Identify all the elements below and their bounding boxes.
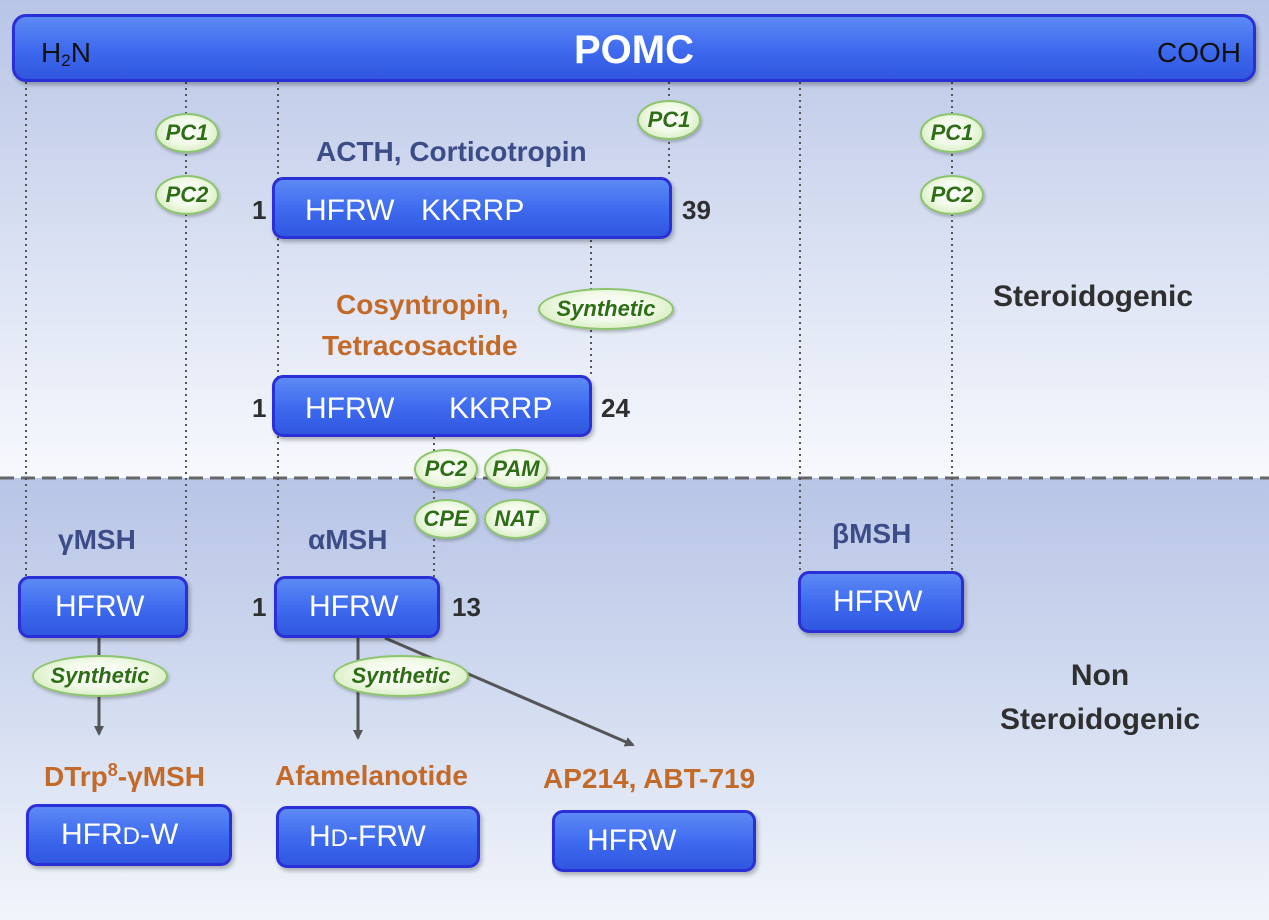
cosyntropin-motif-hfrw: HFRW — [305, 392, 395, 425]
ap214-peptide: HFRW — [552, 810, 756, 872]
alpha-msh-label: αMSH — [308, 524, 388, 555]
enzyme-pc1-beta: PC1 — [920, 113, 984, 153]
enzyme-synthetic-cosyntropin: Synthetic — [538, 288, 674, 330]
cosyntropin-end-number: 24 — [601, 393, 630, 423]
non-steroidogenic-line1: Non — [1070, 659, 1130, 692]
dtrp-gamma-msh-peptide: HFRD-W — [26, 804, 232, 866]
gamma-msh-seq: HFRW — [55, 590, 145, 623]
ap214-seq: HFRW — [587, 824, 677, 857]
beta-msh-label: βMSH — [832, 518, 912, 549]
acth-motif-kkrrp: KKRRP — [421, 194, 525, 227]
enzyme-pc2-beta: PC2 — [920, 175, 984, 215]
steroidogenic-label: Steroidogenic — [993, 280, 1194, 313]
afamelanotide-label: Afamelanotide — [275, 760, 468, 791]
non-steroidogenic-line2: Steroidogenic — [999, 702, 1201, 736]
c-terminus-label: COOH — [1157, 37, 1241, 68]
enzyme-nat: NAT — [484, 499, 548, 539]
enzyme-synthetic-alpha: Synthetic — [333, 655, 469, 697]
cosyntropin-motif-kkrrp: KKRRP — [449, 392, 553, 425]
cosyntropin-peptide: HFRW KKRRP — [272, 375, 592, 437]
acth-start-number: 1 — [252, 195, 267, 225]
beta-msh-peptide: HFRW — [798, 571, 964, 633]
enzyme-cpe: CPE — [414, 499, 478, 539]
pomc-bar: H2N POMC COOH — [12, 14, 1256, 82]
enzyme-synthetic-gamma: Synthetic — [32, 655, 168, 697]
cosyntropin-label-line1: Cosyntropin, — [336, 289, 509, 320]
alpha-msh-seq: HFRW — [309, 590, 399, 623]
gamma-msh-peptide: HFRW — [18, 576, 188, 638]
acth-peptide: HFRW KKRRP — [272, 177, 672, 239]
cosyntropin-start-number: 1 — [252, 393, 267, 423]
beta-msh-seq: HFRW — [833, 585, 923, 618]
enzyme-pc2-gamma: PC2 — [155, 175, 219, 215]
pomc-title: POMC — [574, 28, 694, 72]
alpha-msh-start-number: 1 — [252, 592, 267, 622]
dtrp-gamma-msh-seq: HFRD-W — [61, 818, 179, 851]
afamelanotide-seq: HD-FRW — [309, 820, 426, 853]
non-steroidogenic-label: Non Steroidogenic — [980, 654, 1220, 741]
enzyme-pc1-acth: PC1 — [637, 100, 701, 140]
gamma-msh-label: γMSH — [58, 524, 136, 555]
acth-end-number: 39 — [682, 195, 711, 225]
alpha-msh-end-number: 13 — [452, 592, 481, 622]
enzyme-pam: PAM — [484, 449, 548, 489]
acth-label: ACTH, Corticotropin — [316, 136, 587, 167]
alpha-msh-peptide: HFRW — [274, 576, 440, 638]
acth-motif-hfrw: HFRW — [305, 194, 395, 227]
ap214-abt719-label: AP214, ABT-719 — [543, 763, 756, 794]
cosyntropin-label-line2: Tetracosactide — [322, 330, 518, 361]
enzyme-pc2-alpha: PC2 — [414, 449, 478, 489]
afamelanotide-peptide: HD-FRW — [276, 806, 480, 868]
enzyme-pc1-gamma: PC1 — [155, 113, 219, 153]
dtrp-gamma-msh-label: DTrp8-γMSH — [44, 760, 205, 792]
n-terminus-label: H2N — [41, 37, 91, 70]
